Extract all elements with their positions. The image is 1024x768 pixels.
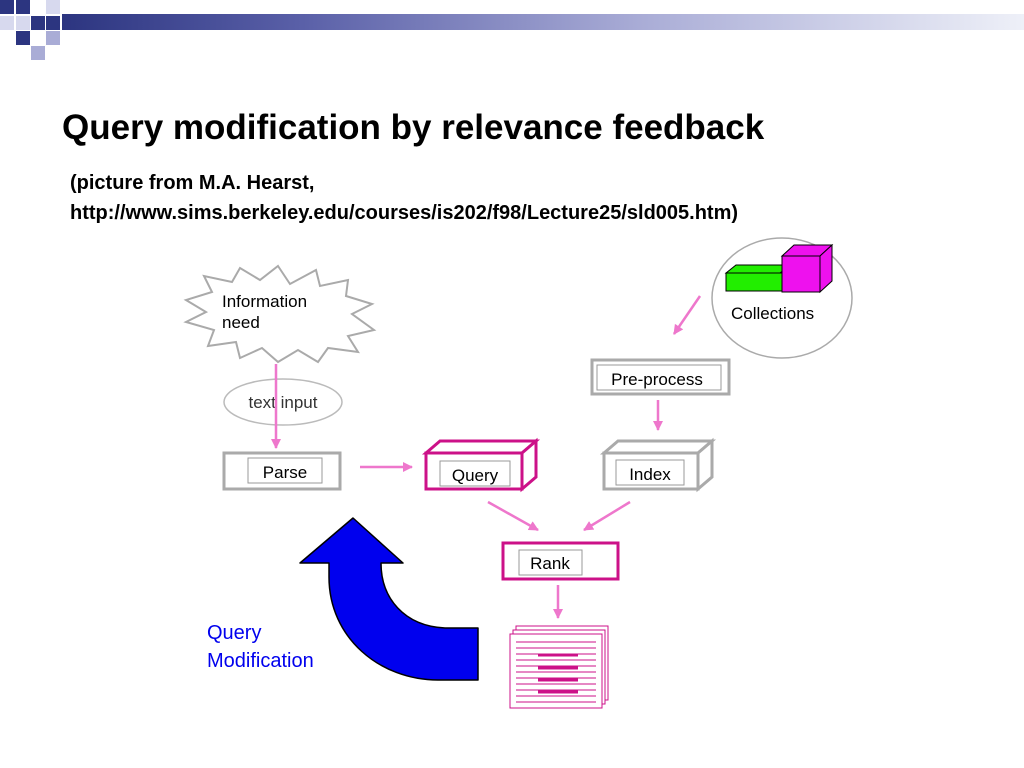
- subtitle-line-1: (picture from M.A. Hearst,: [70, 172, 315, 194]
- rank-label: Rank: [530, 554, 570, 573]
- preprocess-label-box: [596, 364, 722, 391]
- information-need-label-2: need: [222, 313, 260, 332]
- collections-node: Collections: [711, 237, 853, 359]
- query-modification-arrow-icon: [299, 517, 479, 681]
- parse-label-box: [247, 457, 323, 484]
- text-input-node: text input: [223, 378, 343, 426]
- query-modification-label: Query: [207, 622, 261, 644]
- query-label-box: [439, 460, 511, 487]
- rank-label-box: [518, 549, 583, 576]
- index-node: Index: [599, 437, 717, 493]
- rank-node: Rank: [501, 541, 620, 581]
- query-modification-label-2: Modification: [207, 650, 314, 672]
- arrow-query-to-rank: [487, 500, 539, 532]
- preprocess-label: Pre-process: [611, 370, 703, 389]
- text-input-label: text input: [249, 393, 318, 412]
- query-label: Query: [452, 466, 499, 485]
- index-label: Index: [629, 465, 671, 484]
- subtitle-source-url: http://www.sims.berkeley.edu/courses/is2…: [70, 202, 739, 224]
- slide-title: Query modification by relevance feedback: [62, 108, 765, 147]
- query-node: Query: [421, 437, 541, 493]
- index-label-box: [615, 459, 685, 486]
- information-need-label: Information: [222, 292, 307, 311]
- collections-cube-icon: [724, 243, 834, 294]
- preprocess-node: Pre-process: [590, 358, 731, 396]
- header-gradient-bar: [62, 14, 1024, 30]
- corner-decoration: [0, 0, 90, 62]
- results-document-icon: [509, 625, 609, 709]
- parse-node: Parse: [222, 451, 342, 491]
- arrow-collections-to-preprocess: [672, 295, 702, 335]
- text-input-ellipse: [223, 378, 343, 426]
- information-need-starburst-icon: [183, 264, 377, 364]
- slide-subtitle: (picture from M.A. Hearst, http://www.si…: [70, 168, 738, 228]
- parse-label: Parse: [263, 463, 307, 482]
- collections-label: Collections: [731, 304, 814, 323]
- arrow-index-to-rank: [583, 500, 631, 532]
- information-need-node: Information need: [183, 264, 377, 364]
